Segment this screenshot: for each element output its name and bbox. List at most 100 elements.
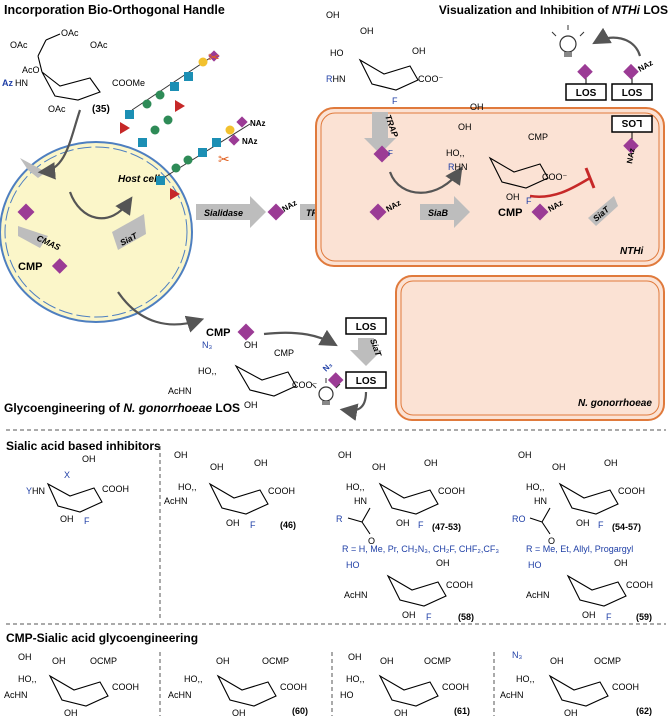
svg-text:F: F — [392, 96, 398, 106]
svg-text:OH: OH — [64, 708, 78, 718]
svg-text:OH: OH — [436, 558, 450, 568]
svg-text:AzOH: AzOH — [2, 78, 27, 88]
svg-text:F: F — [426, 612, 432, 622]
svg-text:OH: OH — [458, 122, 472, 132]
title-glycoengineering: Glycoengineering of N. gonorrhoeae LOS — [4, 401, 240, 415]
svg-text:N. gonorrhoeae: N. gonorrhoeae — [578, 398, 652, 409]
lightbulb-icon — [551, 25, 585, 57]
svg-text:COOH: COOH — [438, 486, 465, 496]
cmp-sialic-acid-62: N₃ OH OCMP HO,, AcHN COOH OH (62) — [500, 650, 652, 718]
svg-text:OH: OH — [326, 10, 340, 20]
title-inhibitors: Sialic acid based inhibitors — [6, 439, 161, 453]
svg-text:COOH: COOH — [112, 682, 139, 692]
svg-text:HO: HO — [346, 560, 360, 570]
inhibitor-58: HO OH OH AcHN COOH OH F (58) — [344, 558, 474, 622]
host-cell — [0, 141, 193, 323]
host-cell-inner-membrane — [4, 146, 188, 318]
svg-text:OH: OH — [244, 340, 258, 350]
svg-text:F: F — [250, 520, 256, 530]
svg-text:OH: OH — [210, 462, 224, 472]
svg-text:OCMP: OCMP — [90, 656, 117, 666]
svg-text:R = H, Me, Pr, CH₂N₃, CH₂F, CH: R = H, Me, Pr, CH₂N₃, CH₂F, CHF₂,CF₃ — [342, 544, 499, 554]
svg-text:(58): (58) — [458, 612, 474, 622]
svg-text:OH: OH — [18, 652, 32, 662]
svg-text:COOH: COOH — [268, 486, 295, 496]
svg-text:X: X — [64, 470, 70, 480]
svg-text:(47-53): (47-53) — [432, 522, 461, 532]
svg-text:COOH: COOH — [446, 580, 473, 590]
cmp-sialic-acid: OH OH OCMP HO,, AcHN COOH OH — [4, 652, 139, 718]
svg-text:HO,,: HO,, — [198, 366, 217, 376]
svg-text:N₃: N₃ — [512, 650, 522, 660]
svg-text:OH: OH — [604, 458, 618, 468]
host-cell-label: Host cell — [118, 174, 160, 185]
svg-text:AcHN: AcHN — [344, 590, 368, 600]
svg-text:RO: RO — [512, 514, 526, 524]
svg-text:SiaB: SiaB — [428, 208, 449, 218]
svg-text:OH: OH — [360, 26, 374, 36]
svg-text:NTHi: NTHi — [620, 246, 644, 257]
svg-text:OH: OH — [174, 450, 188, 460]
svg-text:YHN: YHN — [26, 486, 45, 496]
inhibitor-54-57: OH OH OH HO,, HN COOH RO O OH F (54-57) … — [512, 450, 645, 554]
ngon-cell — [395, 275, 665, 421]
svg-text:OH: OH — [412, 46, 426, 56]
svg-text:COOH: COOH — [102, 484, 129, 494]
svg-text:COO⁻: COO⁻ — [418, 74, 444, 84]
svg-text:HO: HO — [528, 560, 542, 570]
svg-text:LOS: LOS — [356, 376, 377, 387]
title-visualization: Visualization and Inhibition of NTHi LOS — [439, 3, 668, 17]
svg-text:COOMe: COOMe — [112, 78, 145, 88]
svg-text:HO: HO — [340, 690, 354, 700]
svg-text:OH: OH — [550, 656, 564, 666]
svg-text:COOH: COOH — [618, 486, 645, 496]
siat-arrow-nthi — [588, 196, 618, 226]
svg-text:F: F — [388, 149, 393, 158]
glycan-chain-upper — [120, 50, 220, 147]
svg-text:OH: OH — [506, 192, 520, 202]
svg-text:OCMP: OCMP — [262, 656, 289, 666]
svg-text:F: F — [418, 520, 424, 530]
inhibitor-generic: OH X YHN COOH OH F — [26, 454, 129, 526]
svg-text:CMP: CMP — [274, 348, 294, 358]
svg-text:N₃: N₃ — [202, 340, 212, 350]
svg-text:Sialidase: Sialidase — [204, 208, 243, 218]
svg-text:HN: HN — [354, 496, 367, 506]
svg-text:OH: OH — [394, 708, 408, 718]
siat-arrow-ngon — [350, 338, 382, 366]
inhibitor-47-53: OH OH OH HO,, HN COOH R O OH F (47-53) R… — [336, 450, 499, 554]
svg-text:OH: OH — [372, 462, 386, 472]
svg-text:HO,,: HO,, — [526, 482, 545, 492]
svg-text:OH: OH — [82, 454, 96, 464]
svg-text:RHN: RHN — [326, 74, 346, 84]
svg-text:OH: OH — [396, 518, 410, 528]
svg-text:(54-57): (54-57) — [612, 522, 641, 532]
cmp-label-ngon: CMP — [206, 327, 230, 339]
svg-text:R: R — [336, 514, 343, 524]
svg-text:OH: OH — [232, 708, 246, 718]
svg-text:OH: OH — [348, 652, 362, 662]
svg-text:HO,,: HO,, — [516, 674, 535, 684]
svg-text:N₃: N₃ — [321, 360, 334, 373]
svg-text:AcHN: AcHN — [164, 496, 188, 506]
cmp-fluoro-sialic-acid: OH OH HO,, RHN CMP COO⁻ OH F — [446, 102, 568, 206]
compound-35: OAc OAc OAc AcO AzOH HN COOMe OAc (35) — [2, 28, 145, 115]
svg-text:(35): (35) — [92, 104, 110, 115]
svg-text:NAz: NAz — [637, 58, 655, 74]
svg-text:O: O — [368, 536, 375, 546]
cmp-sialic-acid-60: OH OCMP HO,, AcHN COOH OH (60) — [168, 656, 308, 718]
svg-text:(46): (46) — [280, 520, 296, 530]
svg-text:HO: HO — [330, 48, 344, 58]
svg-text:LOS: LOS — [621, 117, 642, 128]
svg-text:OAc: OAc — [10, 40, 28, 50]
fluoro-sialic-acid: OH OH HO RHN OH COO⁻ F — [326, 10, 444, 106]
svg-text:OH: OH — [226, 518, 240, 528]
los-box-ngon-labeled — [345, 371, 387, 389]
svg-text:OH: OH — [614, 558, 628, 568]
svg-text:OH: OH — [52, 656, 66, 666]
svg-text:(59): (59) — [636, 612, 652, 622]
svg-text:CMP: CMP — [528, 132, 548, 142]
svg-text:NAz: NAz — [281, 198, 299, 214]
title-cmp: CMP-Sialic acid glycoengineering — [6, 631, 198, 645]
